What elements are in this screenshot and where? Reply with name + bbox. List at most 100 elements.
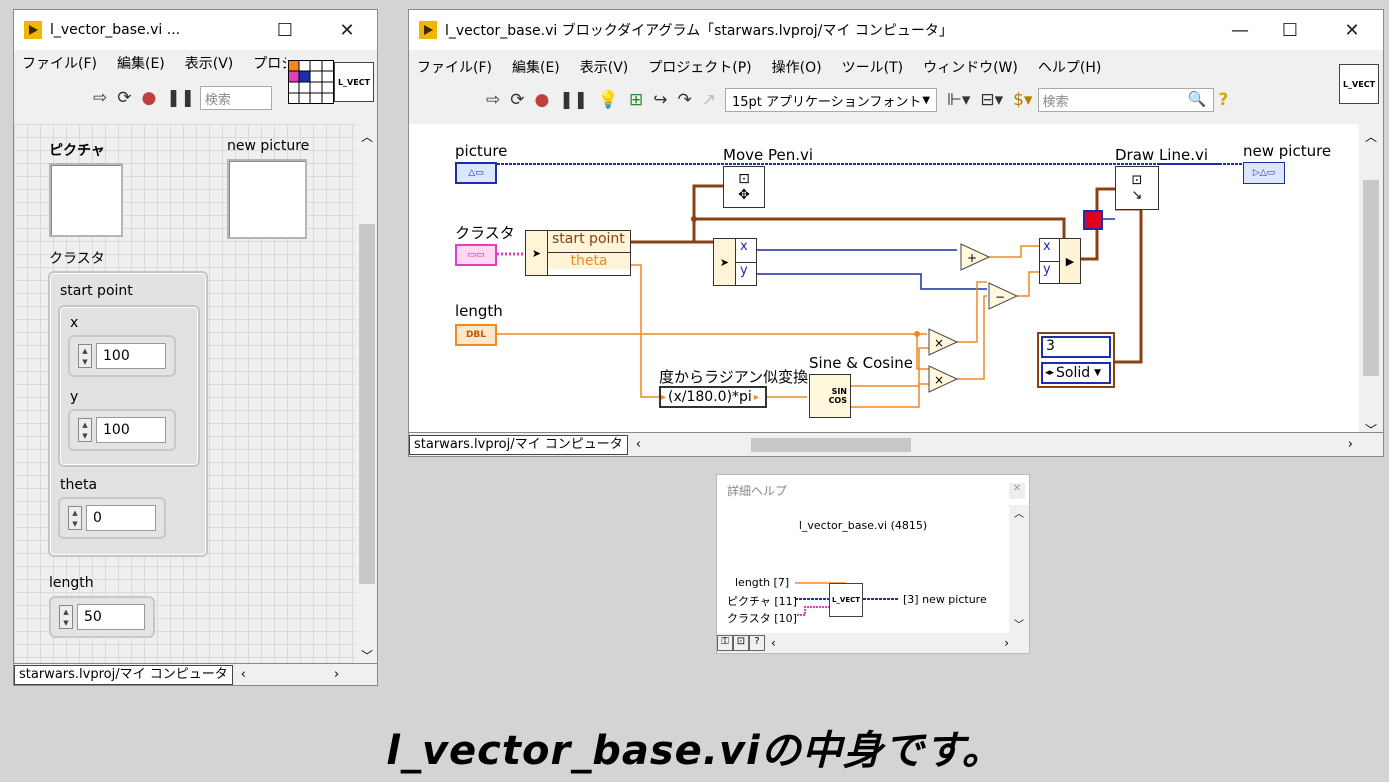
front-panel-canvas[interactable]: ピクチャ new picture クラスタ start point x ▲▼ 1… xyxy=(14,124,356,670)
hscroll-right-icon[interactable]: › xyxy=(1347,437,1353,452)
menu-tools[interactable]: ツール(T) xyxy=(841,60,904,76)
context-help-icon[interactable]: ? xyxy=(1218,90,1229,110)
picture-indicator[interactable] xyxy=(49,163,123,237)
new-picture-terminal[interactable]: ▷△▭ xyxy=(1243,162,1285,184)
front-panel-vi-icon[interactable]: L_VECT xyxy=(334,62,374,102)
length-spinner-icon[interactable]: ▲▼ xyxy=(59,605,73,629)
menu-project[interactable]: プロジ xyxy=(253,56,286,72)
hscroll-left-icon[interactable]: ‹ xyxy=(240,667,246,682)
line-style-select[interactable]: ◂▸ Solid ▼ xyxy=(1041,362,1111,384)
x-numeric[interactable]: ▲▼ 100 xyxy=(68,335,176,377)
menu-view[interactable]: 表示(V) xyxy=(184,56,234,72)
block-diagram-canvas[interactable]: picture △▭ クラスタ ▭▭ length DBL ➤ start po… xyxy=(409,124,1359,442)
maximize-icon[interactable]: ☐ xyxy=(276,19,294,41)
minimize-icon[interactable]: — xyxy=(1231,19,1249,41)
front-panel-context-path[interactable]: starwars.lvproj/マイ コンピュータ xyxy=(14,664,233,685)
run-continuous-icon[interactable]: ⟳ xyxy=(117,88,132,108)
connector-pane-icon[interactable] xyxy=(288,60,334,104)
pause-icon[interactable]: ❚❚ xyxy=(166,88,195,108)
run-continuous-icon[interactable]: ⟳ xyxy=(510,90,525,110)
cluster-terminal[interactable]: ▭▭ xyxy=(455,244,497,266)
hscroll-left-icon[interactable]: ‹ xyxy=(771,636,776,650)
reorder-icon[interactable]: $▾ xyxy=(1013,90,1033,110)
step-out-icon[interactable]: ↗ xyxy=(701,90,717,110)
length-value[interactable]: 50 xyxy=(77,604,145,630)
menu-window[interactable]: ウィンドウ(W) xyxy=(923,60,1018,76)
help-lock-icon[interactable]: ⚿ xyxy=(717,635,733,651)
hscroll-right-icon[interactable]: › xyxy=(1004,636,1009,650)
align-objects-icon[interactable]: ⊩▾ xyxy=(947,90,971,110)
context-help-vscroll[interactable]: ︿ ﹀ xyxy=(1009,505,1029,633)
front-panel-search[interactable]: 検索 xyxy=(199,86,272,110)
hscroll-left-icon[interactable]: ‹ xyxy=(635,437,641,452)
unbundle-xy[interactable]: ➤ x y xyxy=(713,238,757,286)
y-numeric[interactable]: ▲▼ 100 xyxy=(68,409,176,451)
cluster-control[interactable]: start point x ▲▼ 100 y ▲▼ 100 theta ▲▼ 0 xyxy=(48,271,208,557)
menu-view[interactable]: 表示(V) xyxy=(579,60,629,76)
scroll-up-icon[interactable]: ︿ xyxy=(1014,509,1024,520)
abort-icon[interactable]: ● xyxy=(534,90,550,110)
help-question-icon[interactable]: ? xyxy=(749,635,765,651)
hscroll-right-icon[interactable]: › xyxy=(333,667,340,682)
picture-terminal[interactable]: △▭ xyxy=(455,162,497,184)
x-value[interactable]: 100 xyxy=(96,343,166,369)
retain-wire-values-icon[interactable]: ⊞ xyxy=(629,90,644,110)
step-into-icon[interactable]: ↪ xyxy=(653,90,668,110)
start-point-cluster[interactable]: x ▲▼ 100 y ▲▼ 100 xyxy=(58,305,200,467)
color-constant[interactable] xyxy=(1083,210,1103,230)
scroll-down-icon[interactable]: ﹀ xyxy=(1014,620,1024,631)
hscroll-thumb[interactable] xyxy=(750,437,911,452)
menu-file[interactable]: ファイル(F) xyxy=(22,56,97,72)
draw-line-vi[interactable]: ⊡↘ xyxy=(1115,166,1159,210)
length-numeric[interactable]: ▲▼ 50 xyxy=(49,596,155,638)
menu-project[interactable]: プロジェクト(P) xyxy=(648,60,752,76)
sine-cosine-node[interactable]: SIN COS xyxy=(809,374,851,418)
move-pen-vi[interactable]: ⊡✥ xyxy=(723,166,765,208)
close-icon[interactable]: ✕ xyxy=(1344,19,1360,41)
scroll-up-icon[interactable]: ︿ xyxy=(360,130,373,144)
y-spinner-icon[interactable]: ▲▼ xyxy=(78,418,92,442)
formula-node[interactable]: ▸ (x/180.0)*pi ▸ xyxy=(659,386,767,408)
context-help-titlebar[interactable]: 詳細ヘルプ ✕ xyxy=(717,475,1029,505)
maximize-icon[interactable]: ☐ xyxy=(1281,19,1299,41)
menu-help[interactable]: ヘルプ(H) xyxy=(1037,60,1102,76)
font-select[interactable]: 15pt アプリケーションフォント ▼ xyxy=(725,88,938,112)
menu-edit[interactable]: 編集(E) xyxy=(116,56,165,72)
scroll-up-icon[interactable]: ︿ xyxy=(1364,130,1377,144)
new-picture-indicator[interactable] xyxy=(227,159,307,239)
highlight-execution-icon[interactable]: 💡 xyxy=(597,90,620,110)
block-diagram-search[interactable]: 検索 🔍 xyxy=(1037,88,1214,112)
abort-icon[interactable]: ● xyxy=(141,88,157,108)
scroll-thumb[interactable] xyxy=(1363,180,1379,376)
close-icon[interactable]: ✕ xyxy=(339,19,355,41)
theta-numeric[interactable]: ▲▼ 0 xyxy=(58,497,166,539)
block-diagram-context-path[interactable]: starwars.lvproj/マイ コンピュータ xyxy=(409,434,628,455)
length-terminal[interactable]: DBL xyxy=(455,324,497,346)
block-diagram-titlebar[interactable]: l_vector_base.vi ブロックダイアグラム「starwars.lvp… xyxy=(409,10,1383,50)
help-detail-icon[interactable]: ⊡ xyxy=(733,635,749,651)
menu-file[interactable]: ファイル(F) xyxy=(417,60,492,76)
theta-spinner-icon[interactable]: ▲▼ xyxy=(68,506,82,530)
front-panel-titlebar[interactable]: l_vector_base.vi ... ☐ ✕ xyxy=(14,10,377,50)
line-width-value[interactable]: 3 xyxy=(1041,336,1111,358)
close-icon[interactable]: ✕ xyxy=(1009,483,1025,499)
block-diagram-vi-icon[interactable]: L_VECT xyxy=(1339,64,1379,104)
scroll-thumb[interactable] xyxy=(359,224,375,584)
front-panel-vscroll[interactable]: ︿ ﹀ xyxy=(356,124,377,670)
scroll-down-icon[interactable]: ﹀ xyxy=(360,649,373,663)
line-style-constant[interactable]: 3 ◂▸ Solid ▼ xyxy=(1037,332,1115,388)
menu-edit[interactable]: 編集(E) xyxy=(511,60,560,76)
x-spinner-icon[interactable]: ▲▼ xyxy=(78,344,92,368)
theta-value[interactable]: 0 xyxy=(86,505,156,531)
pause-icon[interactable]: ❚❚ xyxy=(559,90,588,110)
bundle-by-name[interactable]: x y ▶ xyxy=(1039,238,1081,284)
run-arrow-icon[interactable]: ⇨ xyxy=(93,88,108,108)
run-arrow-icon[interactable]: ⇨ xyxy=(486,90,501,110)
unbundle-by-name[interactable]: ➤ start point theta xyxy=(525,230,631,276)
search-icon[interactable]: 🔍 xyxy=(1187,90,1207,108)
y-value[interactable]: 100 xyxy=(96,417,166,443)
distribute-objects-icon[interactable]: ⊟▾ xyxy=(980,90,1004,110)
menu-operate[interactable]: 操作(O) xyxy=(771,60,822,76)
block-diagram-vscroll[interactable]: ︿ ﹀ xyxy=(1359,124,1383,442)
step-over-icon[interactable]: ↷ xyxy=(677,90,692,110)
